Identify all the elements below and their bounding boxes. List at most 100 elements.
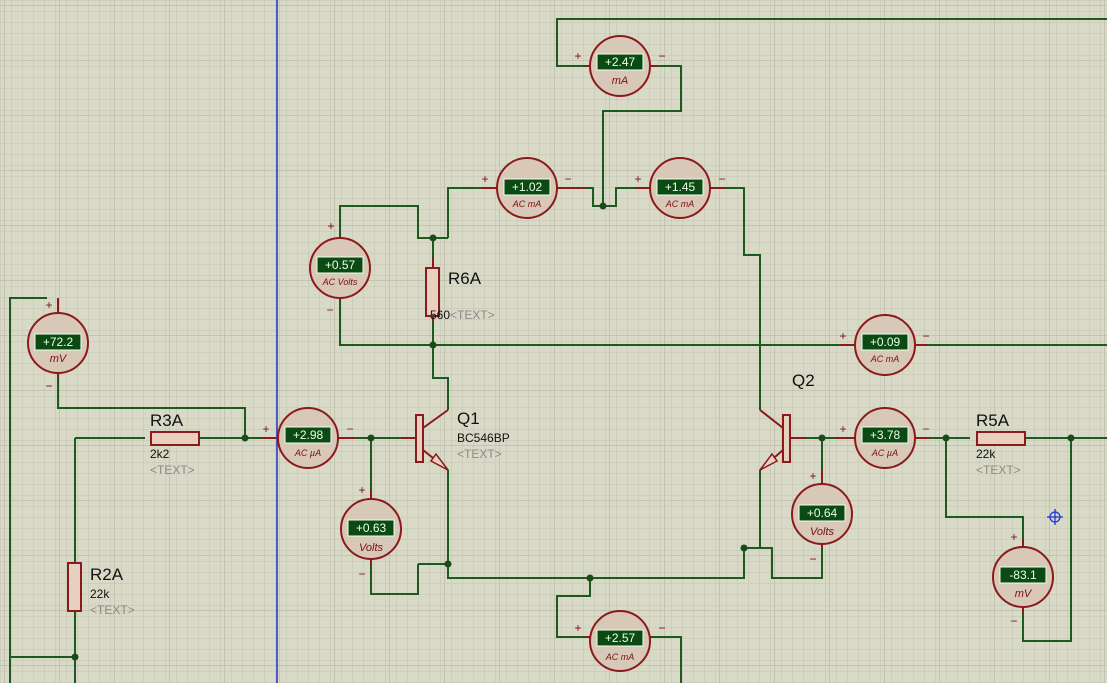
transistor-text-placeholder: <TEXT> (457, 447, 502, 461)
wire (1022, 438, 1072, 642)
meter-minus: − (326, 303, 333, 317)
ammeter-ac-ua-left[interactable]: +2.98 AC µA + − (262, 407, 355, 469)
meter-reading: +1.02 (512, 180, 543, 194)
junction-dot (740, 544, 748, 552)
wire (57, 378, 246, 438)
meter-minus: − (658, 621, 665, 635)
meter-unit: mA (612, 75, 629, 87)
resistor-value: 560 (430, 308, 450, 322)
meter-plus: + (839, 329, 846, 343)
meter-minus: − (1010, 614, 1017, 628)
junction-dot (444, 560, 452, 568)
meter-unit: AC µA (294, 448, 321, 458)
junction-dot (367, 434, 375, 442)
meter-plus: + (574, 49, 581, 63)
meter-plus: + (481, 172, 488, 186)
junction-dot (429, 234, 437, 242)
junction-dot (71, 653, 79, 661)
meter-unit: AC mA (512, 199, 542, 209)
junction-dot (1067, 434, 1075, 442)
meter-minus: − (658, 49, 665, 63)
voltmeter-mv-right[interactable]: -83.1 mV + − (992, 530, 1054, 628)
transistor-name: Q2 (792, 371, 815, 390)
wire (447, 470, 745, 579)
meter-plus: + (839, 422, 846, 436)
ammeter-ac-left[interactable]: +1.02 AC mA + − (481, 157, 585, 219)
meter-unit: AC mA (870, 354, 900, 364)
voltmeter-right[interactable]: +0.64 Volts + − (791, 469, 853, 566)
meter-reading: -83.1 (1009, 568, 1037, 582)
resistor-value: 2k2 (150, 447, 170, 461)
voltmeter-mv-left[interactable]: +72.2 mV + − (27, 298, 89, 393)
meter-reading: +0.63 (356, 521, 387, 535)
resistor-r2a[interactable]: R2A 22k <TEXT> (67, 562, 135, 617)
wire (9, 297, 47, 683)
junction-dot (818, 434, 826, 442)
meter-plus: + (358, 483, 365, 497)
meter-reading: +72.2 (43, 335, 74, 349)
resistor-text-placeholder: <TEXT> (976, 463, 1021, 477)
transistor-name: Q1 (457, 409, 480, 428)
transistor-q2[interactable]: Q2 (759, 371, 815, 471)
resistor-value: 22k (976, 447, 996, 461)
meter-minus: − (564, 172, 571, 186)
wire (945, 438, 1024, 540)
meter-unit: AC mA (605, 652, 635, 662)
resistor-name: R5A (976, 411, 1010, 430)
crosshair-cursor-icon (1047, 509, 1063, 525)
wire (432, 345, 449, 410)
resistor-r5a[interactable]: R5A 22k <TEXT> (976, 411, 1026, 477)
wire (447, 187, 482, 238)
ammeter-ac-mid[interactable]: +0.09 AC mA + − (839, 314, 930, 376)
meter-reading: +0.09 (870, 335, 901, 349)
meter-minus: − (922, 422, 929, 436)
voltmeter-ac[interactable]: +0.57 AC Volts + − (309, 219, 371, 317)
voltmeter-left[interactable]: +0.63 Volts + − (340, 483, 402, 581)
resistor-text-placeholder: <TEXT> (150, 463, 195, 477)
meter-plus: + (1010, 530, 1017, 544)
ammeter-ac-right[interactable]: +1.45 AC mA + − (634, 157, 726, 219)
meter-reading: +2.57 (605, 631, 636, 645)
resistor-text-placeholder: <TEXT> (450, 308, 495, 322)
wire (370, 564, 419, 595)
transistor-model: BC546BP (457, 431, 510, 445)
wire (339, 300, 840, 346)
junction-dot (586, 574, 594, 582)
junction-dot (942, 434, 950, 442)
meter-minus: − (45, 379, 52, 393)
meter-reading: +2.47 (605, 55, 636, 69)
junction-dot (241, 434, 249, 442)
meter-plus: + (574, 621, 581, 635)
transistor-q1[interactable]: Q1 BC546BP <TEXT> (402, 409, 510, 471)
resistor-value: 22k (90, 587, 110, 601)
meter-unit: AC Volts (322, 277, 358, 287)
meter-reading: +2.98 (293, 428, 324, 442)
meter-unit: AC mA (665, 199, 695, 209)
resistor-r6a[interactable]: R6A 560 <TEXT> (425, 258, 495, 322)
meter-minus: − (809, 552, 816, 566)
wire (556, 18, 1107, 67)
wire (602, 65, 682, 206)
junction-dot (429, 341, 437, 349)
wire (339, 205, 433, 239)
meter-minus: − (358, 567, 365, 581)
resistor-name: R6A (448, 269, 482, 288)
junction-dot (599, 202, 607, 210)
meter-plus: + (809, 469, 816, 483)
meter-unit: mV (50, 353, 68, 365)
ammeter-top[interactable]: +2.47 mA + − (574, 35, 666, 97)
resistor-r3a[interactable]: R3A 2k2 <TEXT> (150, 411, 200, 477)
meter-unit: Volts (810, 526, 835, 538)
meter-plus: + (45, 298, 52, 312)
meter-minus: − (346, 422, 353, 436)
meter-unit: mV (1015, 588, 1033, 600)
meter-minus: − (922, 329, 929, 343)
meter-reading: +0.57 (325, 258, 356, 272)
ammeter-ac-bottom[interactable]: +2.57 AC mA + − (574, 610, 666, 672)
ammeter-ac-ua-right[interactable]: +3.78 AC µA + − (836, 407, 930, 469)
meter-plus: + (327, 219, 334, 233)
meter-unit: Volts (359, 542, 384, 554)
meter-reading: +1.45 (665, 180, 696, 194)
wires (9, 18, 1107, 683)
